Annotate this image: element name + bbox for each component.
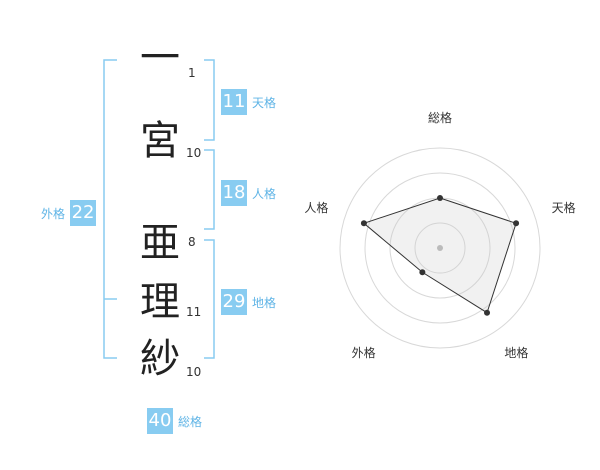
radar-axis-label-5: 人格 xyxy=(304,200,328,215)
radar-center-dot xyxy=(437,245,443,251)
radar-point-1 xyxy=(437,195,443,201)
jinkaku-bracket xyxy=(204,149,215,230)
radar-ring-1 xyxy=(414,222,466,274)
radar-point-3 xyxy=(484,309,491,316)
gaikaku-label: 外格 xyxy=(41,206,66,221)
jinkaku-label: 人格 xyxy=(252,186,277,201)
name-char-5: 紗 xyxy=(140,336,180,382)
stroke-count-5: 10 xyxy=(186,365,202,379)
radar-axis-label-3: 地格 xyxy=(504,345,528,360)
tenkaku-label: 天格 xyxy=(252,95,277,110)
radar-value-polygon xyxy=(362,197,517,314)
soukaku-label: 総格 xyxy=(178,414,203,429)
name-char-1: 一 xyxy=(140,35,180,81)
radar-ring-4 xyxy=(339,147,541,349)
gaikaku-bracket xyxy=(103,59,117,359)
soukaku-badge: 40 総格 xyxy=(147,408,202,434)
stroke-count-4: 11 xyxy=(186,305,202,319)
radar-point-2 xyxy=(513,220,520,227)
radar-ring-3 xyxy=(364,172,516,324)
name-char-2: 宮 xyxy=(140,118,180,164)
stroke-count-1: 1 xyxy=(188,66,196,80)
radar-point-5 xyxy=(360,220,367,227)
chikaku-value: 29 xyxy=(221,289,247,315)
jinkaku-badge: 18 人格 xyxy=(221,180,276,206)
soukaku-value: 40 xyxy=(147,408,173,434)
gaikaku-value: 22 xyxy=(70,200,97,226)
tenkaku-value: 11 xyxy=(221,89,247,115)
radar-axis-label-1: 総格 xyxy=(428,110,452,125)
radar-axis-label-2: 天格 xyxy=(552,200,576,215)
radar-point-4 xyxy=(419,269,426,276)
name-char-4: 理 xyxy=(140,279,180,325)
radar-axis-label-4: 外格 xyxy=(352,345,376,360)
chikaku-label: 地格 xyxy=(252,295,277,310)
stroke-count-2: 10 xyxy=(186,146,202,160)
tenkaku-bracket xyxy=(204,59,215,141)
stroke-count-3: 8 xyxy=(188,235,196,249)
gaikaku-badge: 外格 22 xyxy=(41,200,97,226)
chikaku-bracket xyxy=(204,239,215,359)
tenkaku-badge: 11 天格 xyxy=(221,89,276,115)
chikaku-badge: 29 地格 xyxy=(221,289,276,315)
jinkaku-value: 18 xyxy=(221,180,247,206)
name-char-3: 亜 xyxy=(140,220,180,266)
